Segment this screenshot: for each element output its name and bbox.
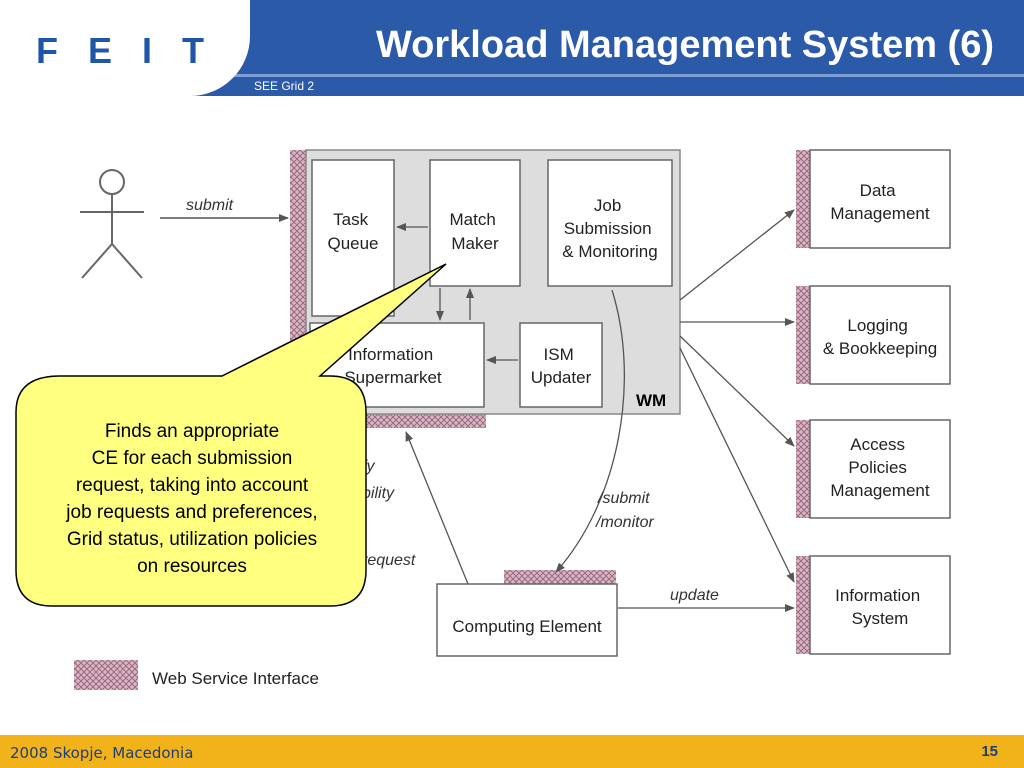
feit-logo: F E I T — [36, 30, 214, 71]
access-policies-label: Access Policies Management — [830, 435, 930, 500]
logging-bookkeeping-label: Logging & Bookkeeping — [823, 316, 937, 358]
callout-line: CE for each submission — [91, 448, 293, 469]
task-queue-label: Task Queue — [327, 210, 378, 253]
page-number: 15 — [981, 743, 998, 760]
callout-line: Finds an appropriate — [104, 421, 280, 442]
ce-to-wm-arrow — [405, 431, 469, 585]
data-management-box — [809, 149, 951, 249]
update-label: update — [670, 587, 719, 604]
wms-architecture-diagram: submit WM Task Queue Match Maker Job Sub… — [15, 149, 951, 690]
information-supermarket-label: Information Supermarket — [344, 345, 442, 387]
information-system-box — [809, 555, 951, 655]
computing-element-interface — [504, 570, 616, 584]
submit-monitor-arrow — [555, 289, 625, 573]
callout-line: job requests and preferences, — [66, 502, 318, 523]
request-label-fragment: request — [362, 552, 416, 569]
slide-title: Workload Management System (6) — [375, 24, 994, 66]
data-management-interface — [796, 150, 810, 248]
callout-text: Finds an appropriate CE for each submiss… — [30, 418, 354, 580]
match-maker-label: Match Maker — [449, 210, 500, 253]
job-submission-box — [547, 159, 673, 287]
access-policies-interface — [796, 420, 810, 518]
logging-interface — [796, 286, 810, 384]
wm-internal-arrows — [396, 223, 518, 364]
job-submission-label: Job Submission & Monitoring — [562, 196, 657, 261]
information-system-interface — [796, 556, 810, 654]
computing-element-label: Computing Element — [452, 617, 602, 636]
information-system-label: Information System — [835, 586, 925, 628]
user-actor-icon — [80, 169, 144, 279]
wm-label: WM — [636, 391, 666, 410]
task-queue-box — [311, 159, 395, 317]
legend-swatch — [74, 660, 138, 690]
ism-updater-label: ISM Updater — [531, 345, 592, 387]
logo-panel — [0, 0, 250, 96]
callout-line: Grid status, utilization policies — [66, 529, 318, 550]
submit-monitor-label: /submit /monitor — [595, 490, 654, 531]
slide-subtitle: SEE Grid 2 — [254, 79, 315, 93]
wm-to-services-arrows — [679, 209, 795, 583]
logging-bookkeeping-box — [809, 285, 951, 385]
callout-bubble — [15, 263, 447, 607]
notify-label-fragment: fy bility — [362, 458, 395, 502]
slide-footer: 2008 Skopje, Macedonia 15 — [0, 735, 1024, 768]
ism-updater-box — [519, 322, 603, 408]
slide-header: F E I T Workload Management System (6) S… — [0, 0, 1024, 96]
access-policies-box — [809, 419, 951, 519]
callout-line: on resources — [137, 556, 247, 577]
footer-location: 2008 Skopje, Macedonia — [10, 744, 194, 762]
data-management-label: Data Management — [830, 181, 930, 223]
submit-arrow-label: submit — [186, 197, 234, 214]
legend-label: Web Service Interface — [152, 669, 319, 688]
callout-line: request, taking into account — [75, 475, 309, 496]
computing-element-box — [436, 583, 618, 657]
